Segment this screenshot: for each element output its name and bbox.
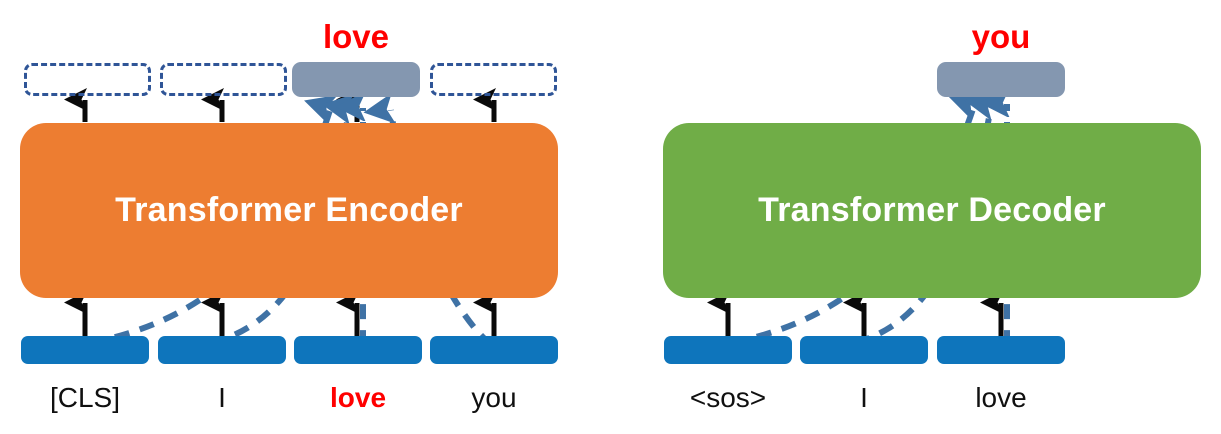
encoder-token-label-you: you — [471, 382, 517, 413]
transformer-encoder-block[interactable]: Transformer Encoder — [20, 123, 558, 298]
encoder-token-box-i[interactable] — [158, 336, 286, 364]
decoder-token-label-love: love — [975, 382, 1027, 413]
encoder-token-box-you[interactable] — [430, 336, 558, 364]
encoder-token-box-cls[interactable] — [21, 336, 149, 364]
decoder-token-box-i[interactable] — [800, 336, 928, 364]
transformer-encoder-label: Transformer Encoder — [115, 191, 463, 229]
encoder-output-slot-cls[interactable] — [24, 63, 151, 96]
decoder-output-slot-you[interactable] — [937, 62, 1065, 97]
decoder-token-box-love[interactable] — [937, 336, 1065, 364]
decoder-token-label-sos: <sos> — [689, 382, 767, 413]
decoder-output-word: you — [971, 18, 1031, 55]
encoder-output-arrows — [85, 100, 497, 122]
decoder-token-box-sos[interactable] — [664, 336, 792, 364]
transformer-decoder-block[interactable]: Transformer Decoder — [663, 123, 1201, 298]
encoder-token-label-cls: [CLS] — [49, 382, 121, 413]
transformer-decoder-label: Transformer Decoder — [758, 191, 1106, 229]
encoder-output-slot-i[interactable] — [160, 63, 287, 96]
encoder-token-label-love: love — [329, 382, 387, 413]
encoder-output-word: love — [322, 18, 390, 55]
encoder-token-label-i: I — [218, 382, 226, 413]
encoder-token-box-love[interactable] — [294, 336, 422, 364]
decoder-token-label-i: I — [860, 382, 868, 413]
encoder-output-slot-love[interactable] — [292, 62, 420, 97]
encoder-output-slot-you[interactable] — [430, 63, 557, 96]
